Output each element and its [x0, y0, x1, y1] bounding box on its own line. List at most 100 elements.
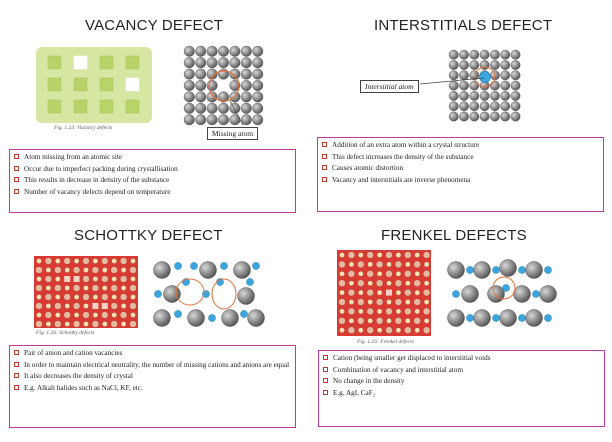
cation-atom [466, 266, 474, 274]
atom [183, 80, 195, 92]
cation [130, 294, 136, 300]
cation [367, 280, 373, 286]
anion [404, 289, 412, 297]
anion [366, 326, 374, 334]
cation [339, 271, 345, 277]
atom [459, 91, 469, 101]
atom [479, 91, 490, 101]
anion [101, 257, 109, 265]
vacancy-site [125, 77, 140, 92]
frenkel-ion-lattice [337, 250, 431, 336]
schottky-ion-lattice [34, 256, 138, 328]
bullet-icon [14, 350, 19, 355]
vacancy-point: This results in decrease in density of t… [14, 176, 291, 185]
lattice-site [47, 55, 62, 70]
anion [413, 298, 421, 306]
anion [35, 284, 43, 292]
cation [92, 312, 99, 318]
interstitial-points-box: Addition of an extra atom within a cryst… [317, 137, 604, 212]
atom [448, 49, 459, 60]
anion [54, 302, 62, 310]
anion [338, 260, 346, 268]
atom [490, 111, 500, 122]
frenkel-atom-model [447, 259, 557, 327]
cation [120, 267, 127, 273]
cation [376, 327, 383, 333]
cation [414, 308, 420, 315]
cation [64, 285, 70, 291]
cation [64, 303, 70, 309]
cation [64, 321, 70, 327]
cation [120, 285, 127, 291]
interstitial-pointer [419, 77, 485, 85]
cation [376, 289, 383, 296]
cation [358, 327, 364, 333]
atom [195, 57, 207, 69]
cation [55, 312, 61, 318]
atom [252, 57, 264, 69]
cation [414, 252, 420, 258]
cation [414, 327, 420, 333]
atom [229, 80, 241, 92]
vacancy-title: VACANCY DEFECT [85, 17, 224, 34]
anion [82, 275, 90, 283]
cation [64, 267, 70, 273]
cation-atom [246, 278, 254, 286]
atom [479, 60, 490, 70]
cation [102, 285, 108, 291]
atom [252, 68, 264, 80]
anion [376, 317, 384, 325]
cation [339, 308, 345, 315]
anion [404, 326, 412, 334]
atom [510, 111, 521, 122]
anion [413, 317, 421, 325]
atom [252, 114, 264, 126]
cation [348, 280, 355, 286]
cation [348, 261, 355, 268]
atom [459, 49, 469, 60]
atom [183, 57, 195, 69]
atom [252, 80, 264, 92]
atom [206, 91, 218, 103]
atom [459, 80, 469, 91]
atom [448, 91, 459, 101]
cation [395, 271, 402, 277]
anion [44, 257, 52, 265]
atom [510, 91, 521, 101]
cation-atom [544, 266, 552, 274]
atom [490, 80, 500, 91]
schottky-title: SCHOTTKY DEFECT [74, 227, 223, 244]
anion [129, 302, 137, 310]
vacancy-green-lattice [36, 47, 152, 123]
anion-atom [153, 309, 171, 327]
atom [206, 57, 218, 69]
atom [183, 102, 195, 114]
vacancy-point: Atom missing from an atomic site [14, 153, 291, 162]
anion-atom [199, 261, 217, 279]
schottky-point: It also decreases the density of crystal [14, 372, 291, 381]
anion [54, 266, 62, 274]
atom [510, 49, 521, 60]
anion [357, 317, 365, 325]
atom [469, 111, 480, 122]
anion-atom [525, 261, 543, 279]
cation [423, 280, 430, 286]
frenkel-point: E.g. AgI, CaF₂ [323, 389, 600, 398]
anion [338, 279, 346, 287]
anion [376, 260, 384, 268]
atom [469, 70, 480, 81]
anion-atom [473, 261, 491, 279]
cation [130, 312, 136, 318]
bullet-icon [323, 355, 328, 360]
atom [195, 80, 207, 92]
anion [385, 307, 393, 315]
cation-atom [174, 262, 182, 270]
atom [240, 114, 252, 126]
atom [469, 49, 480, 60]
anion [394, 317, 402, 325]
anion [394, 298, 402, 306]
anion [423, 289, 431, 297]
vacancy-site [64, 276, 71, 282]
atom [229, 102, 241, 114]
anion [404, 307, 412, 315]
